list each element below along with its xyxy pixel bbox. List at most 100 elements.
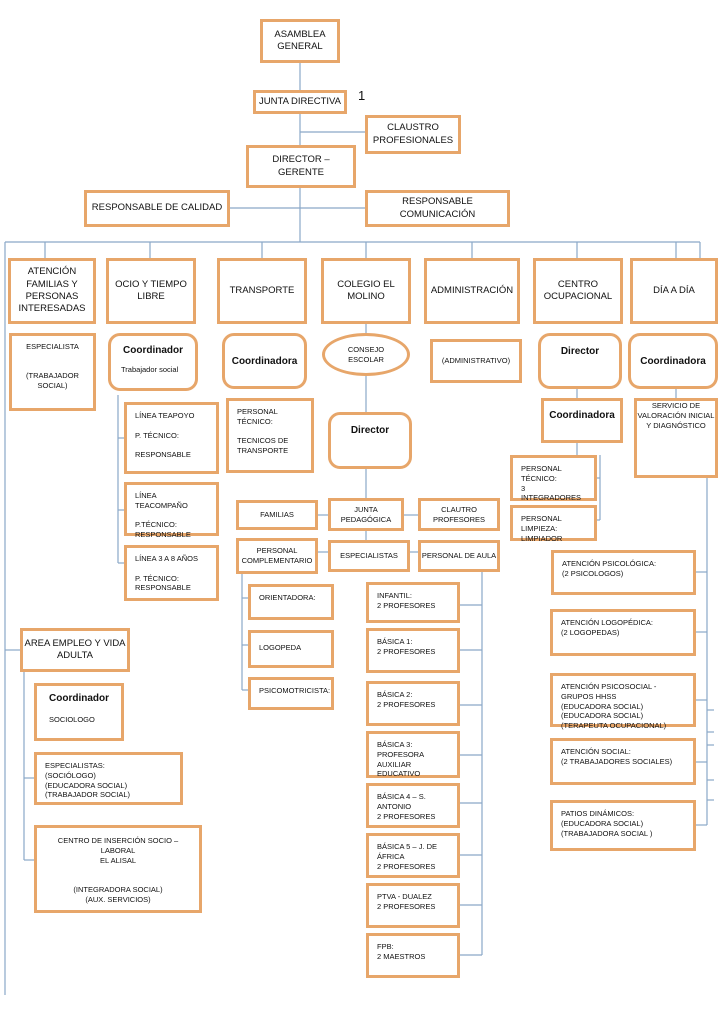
centro-personal-limpieza-text: PERSONAL LIMPIEZA: LIMPIADOR <box>521 514 563 543</box>
empleo-coordinador-box: Coordinador SOCIOLOGO <box>34 683 124 741</box>
area-atencion-familias: ATENCIÓN FAMILIAS Y PERSONAS INTERESADAS <box>8 258 96 324</box>
area-empleo-vida-adulta: AREA EMPLEO Y VIDA ADULTA <box>20 628 130 672</box>
claustro-profesores-box: CLAUTRO PROFESORES <box>418 498 500 531</box>
junta-directiva-box: JUNTA DIRECTIVA <box>253 90 347 114</box>
aula-basica1-box: BÁSICA 1: 2 PROFESORES <box>366 628 460 673</box>
ocio-linea-3-8: LÍNEA 3 A 8 AÑOS P. TÉCNICO: RESPONSABLE <box>124 545 219 601</box>
transporte-personal-box: PERSONAL TÉCNICO: TECNICOS DE TRANSPORTE <box>226 398 314 473</box>
ocio-linea-teapoyo-text: LÍNEA TEAPOYO P. TÉCNICO: RESPONSABLE <box>135 411 195 459</box>
personal-aula-label: PERSONAL DE AULA <box>421 551 497 561</box>
dia-servicio-valoracion-text: SERVICIO DE VALORACIÓN INICIAL Y DIAGNÓS… <box>637 401 715 430</box>
ocio-linea-teacompano-text: LÍNEA TEACOMPAÑO P.TÉCNICO: RESPONSABLE <box>135 491 191 539</box>
dia-patios-dinamicos-text: PATIOS DINÁMICOS: (EDUCADORA SOCIAL) (TR… <box>561 809 653 838</box>
aula-basica3-text: BÁSICA 3: PROFESORA AUXILIAR EDUCATIVO <box>377 740 425 779</box>
area-centro-ocupacional: CENTRO OCUPACIONAL <box>533 258 623 324</box>
psicomotricista-label: PSICOMOTRICISTA: <box>259 686 331 695</box>
orientadora-label: ORIENTADORA: <box>259 593 316 602</box>
ocio-linea-teapoyo: LÍNEA TEAPOYO P. TÉCNICO: RESPONSABLE <box>124 402 219 474</box>
dia-atencion-social-box: ATENCIÓN SOCIAL: (2 TRABAJADORES SOCIALE… <box>550 738 696 785</box>
aula-basica5-box: BÁSICA 5 – J. DE ÁFRICA 2 PROFESORES <box>366 833 460 878</box>
personal-complementario-label: PERSONAL COMPLEMENTARIO <box>241 546 313 565</box>
dia-atencion-social-text: ATENCIÓN SOCIAL: (2 TRABAJADORES SOCIALE… <box>561 747 673 766</box>
ocio-coordinador-sub: Trabajador social <box>121 365 179 374</box>
personal-aula-box: PERSONAL DE AULA <box>418 540 500 572</box>
area-dia-a-dia: DÍA A DÍA <box>630 258 718 324</box>
junta-pedagogica-box: JUNTA PEDAGÓGICA <box>328 498 404 531</box>
dia-coordinadora-box: Coordinadora <box>628 333 718 389</box>
logopeda-label: LOGOPEDA <box>259 643 302 652</box>
area-colegio-label: COLEGIO EL MOLINO <box>337 278 395 302</box>
dia-atencion-logopedica-box: ATENCIÓN LOGOPÉDICA: (2 LOGOPEDAS) <box>550 609 696 656</box>
dia-patios-dinamicos-box: PATIOS DINÁMICOS: (EDUCADORA SOCIAL) (TR… <box>550 800 696 851</box>
area-ocio-tiempo-libre: OCIO Y TIEMPO LIBRE <box>106 258 196 324</box>
aula-ptva-box: PTVA - DUALEZ 2 PROFESORES <box>366 883 460 928</box>
ocio-coordinador-title: Coordinador <box>123 345 183 356</box>
area-administracion: ADMINISTRACIÓN <box>424 258 520 324</box>
logopeda-box: LOGOPEDA <box>248 630 334 668</box>
claustro-profesores-label: CLAUTRO PROFESORES <box>432 504 486 524</box>
centro-personal-limpieza-box: PERSONAL LIMPIEZA: LIMPIADOR <box>510 505 597 543</box>
junta-directiva-label: JUNTA DIRECTIVA <box>259 95 341 107</box>
atencion-especialista-box: ESPECIALISTA (TRABAJADOR SOCIAL) <box>9 333 96 411</box>
area-dia-label: DÍA A DÍA <box>653 284 695 296</box>
centro-coordinadora-label: Coordinadora <box>549 410 615 421</box>
familias-label: FAMILIAS <box>260 510 294 520</box>
empleo-coordinador-sub: SOCIOLOGO <box>49 715 95 724</box>
aula-infantil-text: INFANTIL: 2 PROFESORES <box>377 591 436 610</box>
director-gerente-label: DIRECTOR – GERENTE <box>272 154 330 178</box>
area-atencion-label: ATENCIÓN FAMILIAS Y PERSONAS INTERESADAS <box>18 266 86 315</box>
aula-basica2-text: BÁSICA 2: 2 PROFESORES <box>377 690 436 709</box>
junta-pedagogica-label: JUNTA PEDAGÓGICA <box>340 504 392 524</box>
empleo-especialistas-box: ESPECIALISTAS: (SOCIÓLOGO) (EDUCADORA SO… <box>34 752 183 805</box>
ocio-coordinador-box: Coordinador Trabajador social <box>108 333 198 391</box>
familias-box: FAMILIAS <box>236 500 318 530</box>
empleo-coordinador-title: Coordinador <box>49 693 109 704</box>
dia-coordinadora-label: Coordinadora <box>640 355 706 367</box>
ocio-linea-3-8-text: LÍNEA 3 A 8 AÑOS P. TÉCNICO: RESPONSABLE <box>135 554 198 593</box>
aula-fpb-box: FPB: 2 MAESTROS <box>366 933 460 978</box>
orientadora-box: ORIENTADORA: <box>248 584 334 620</box>
aula-basica1-text: BÁSICA 1: 2 PROFESORES <box>377 637 436 656</box>
dia-atencion-psicosocial-box: ATENCIÓN PSICOSOCIAL -GRUPOS HHSS (EDUCA… <box>550 673 696 730</box>
centro-insercion-text: CENTRO DE INSERCIÓN SOCIO – LABORAL EL A… <box>57 836 179 904</box>
dia-atencion-psicosocial-text: ATENCIÓN PSICOSOCIAL -GRUPOS HHSS (EDUCA… <box>561 682 667 730</box>
director-gerente-box: DIRECTOR – GERENTE <box>246 145 356 188</box>
colegio-director-box: Director <box>328 412 412 469</box>
consejo-escolar-label: CONSEJO ESCOLAR <box>347 344 385 364</box>
responsable-calidad-label: RESPONSABLE DE CALIDAD <box>91 202 223 214</box>
area-colegio-el-molino: COLEGIO EL MOLINO <box>321 258 411 324</box>
dia-atencion-psicologica-text: ATENCIÓN PSICOLÓGICA: (2 PSICOLOGOS) <box>562 559 657 578</box>
area-transporte-label: TRANSPORTE <box>229 284 295 296</box>
transporte-coordinadora-box: Coordinadora <box>222 333 307 389</box>
responsable-comunicacion-box: RESPONSABLE COMUNICACIÓN <box>365 190 510 227</box>
aula-infantil-box: INFANTIL: 2 PROFESORES <box>366 582 460 623</box>
area-empleo-label: AREA EMPLEO Y VIDA ADULTA <box>24 637 126 661</box>
page-number: 1 <box>358 88 366 103</box>
centro-insercion-box: CENTRO DE INSERCIÓN SOCIO – LABORAL EL A… <box>34 825 202 913</box>
aula-fpb-text: FPB: 2 MAESTROS <box>377 942 426 961</box>
responsable-calidad-box: RESPONSABLE DE CALIDAD <box>84 190 230 227</box>
empleo-especialistas-text: ESPECIALISTAS: (SOCIÓLOGO) (EDUCADORA SO… <box>45 761 131 800</box>
area-centro-label: CENTRO OCUPACIONAL <box>543 278 613 302</box>
personal-complementario-box: PERSONAL COMPLEMENTARIO <box>236 538 318 574</box>
especialistas-box: ESPECIALISTAS <box>328 540 410 572</box>
aula-basica2-box: BÁSICA 2: 2 PROFESORES <box>366 681 460 726</box>
dia-atencion-logopedica-text: ATENCIÓN LOGOPÉDICA: (2 LOGOPEDAS) <box>561 618 653 637</box>
dia-atencion-psicologica-box: ATENCIÓN PSICOLÓGICA: (2 PSICOLOGOS) <box>551 550 696 595</box>
administrativo-box: (ADMINISTRATIVO) <box>430 339 522 383</box>
especialistas-label: ESPECIALISTAS <box>340 551 398 561</box>
ocio-linea-teacompano: LÍNEA TEACOMPAÑO P.TÉCNICO: RESPONSABLE <box>124 482 219 539</box>
centro-director-label: Director <box>560 346 600 357</box>
area-transporte: TRANSPORTE <box>217 258 307 324</box>
centro-coordinadora-box: Coordinadora <box>541 398 623 443</box>
aula-basica3-box: BÁSICA 3: PROFESORA AUXILIAR EDUCATIVO <box>366 731 460 778</box>
aula-basica5-text: BÁSICA 5 – J. DE ÁFRICA 2 PROFESORES <box>377 842 438 871</box>
administrativo-label: (ADMINISTRATIVO) <box>441 356 511 366</box>
aula-basica4-box: BÁSICA 4 – S. ANTONIO 2 PROFESORES <box>366 783 460 828</box>
consejo-escolar-oval: CONSEJO ESCOLAR <box>322 333 410 376</box>
transporte-personal-text: PERSONAL TÉCNICO: TECNICOS DE TRANSPORTE <box>237 407 289 455</box>
psicomotricista-box: PSICOMOTRICISTA: <box>248 677 334 710</box>
claustro-profesionales-box: CLAUSTRO PROFESIONALES <box>365 115 461 154</box>
colegio-director-label: Director <box>350 425 390 436</box>
